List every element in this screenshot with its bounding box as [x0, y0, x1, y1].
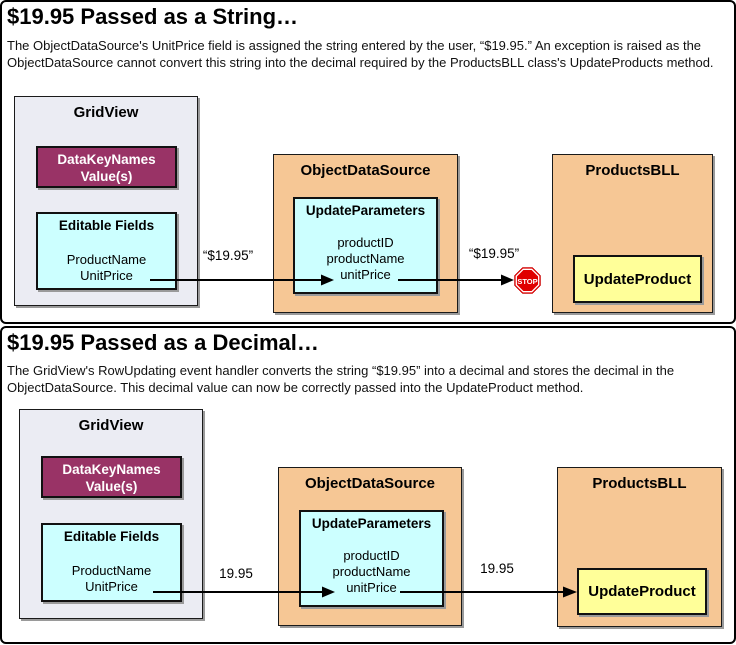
- datakeynames-line1: DataKeyNames: [57, 152, 156, 167]
- arrow-value-label: “$19.95”: [468, 246, 520, 261]
- editable-fields-title: Editable Fields: [58, 218, 155, 233]
- datakeynames-box: DataKeyNames Value(s): [36, 146, 177, 188]
- updateparameters-box: UpdateParameters productID productName u…: [299, 510, 444, 607]
- param-unitprice: unitPrice: [340, 267, 391, 282]
- panel-string-description: The ObjectDataSource's UnitPrice field i…: [7, 38, 714, 70]
- field-productname: ProductName: [71, 563, 152, 578]
- updateparameters-title: UpdateParameters: [305, 203, 426, 218]
- datakeynames-line2: Value(s): [85, 479, 138, 494]
- updateproduct-label: UpdateProduct: [583, 270, 692, 288]
- objectdatasource-title: ObjectDataSource: [300, 162, 431, 179]
- updateparameters-box: UpdateParameters productID productName u…: [293, 197, 438, 294]
- field-productname: ProductName: [66, 252, 147, 267]
- updateproduct-box: UpdateProduct: [577, 568, 707, 615]
- field-unitprice: UnitPrice: [80, 268, 133, 283]
- panel-decimal-description: The GridView's RowUpdating event handler…: [7, 363, 675, 395]
- updateparameters-title: UpdateParameters: [311, 516, 432, 531]
- field-unitprice: UnitPrice: [85, 579, 138, 594]
- editable-fields-box: Editable Fields ProductName UnitPrice: [41, 523, 182, 602]
- updateproduct-label: UpdateProduct: [588, 583, 696, 600]
- panel-decimal-title: $19.95 Passed as a Decimal…: [7, 330, 319, 355]
- param-productid: productID: [343, 548, 400, 563]
- panel-string-title: $19.95 Passed as a String…: [7, 4, 299, 29]
- param-productid: productID: [337, 235, 394, 250]
- arrow-value-label: “$19.95”: [202, 248, 254, 263]
- arrow-value-label: 19.95: [219, 566, 253, 581]
- objectdatasource-title: ObjectDataSource: [304, 475, 436, 492]
- productsbll-title: ProductsBLL: [592, 475, 687, 492]
- editable-fields-title: Editable Fields: [63, 529, 160, 544]
- datakeynames-line2: Value(s): [80, 169, 133, 184]
- gridview-title: GridView: [73, 104, 139, 121]
- param-productname: productName: [332, 564, 411, 579]
- datakeynames-line1: DataKeyNames: [62, 462, 161, 477]
- param-unitprice: unitPrice: [346, 580, 397, 595]
- updateproduct-box: UpdateProduct: [573, 255, 702, 303]
- param-productname: productName: [326, 251, 405, 266]
- gridview-title: GridView: [78, 417, 144, 434]
- datakeynames-box: DataKeyNames Value(s): [41, 456, 182, 498]
- arrow-value-label: 19.95: [480, 561, 514, 576]
- editable-fields-box: Editable Fields ProductName UnitPrice: [36, 212, 177, 290]
- productsbll-title: ProductsBLL: [585, 162, 680, 179]
